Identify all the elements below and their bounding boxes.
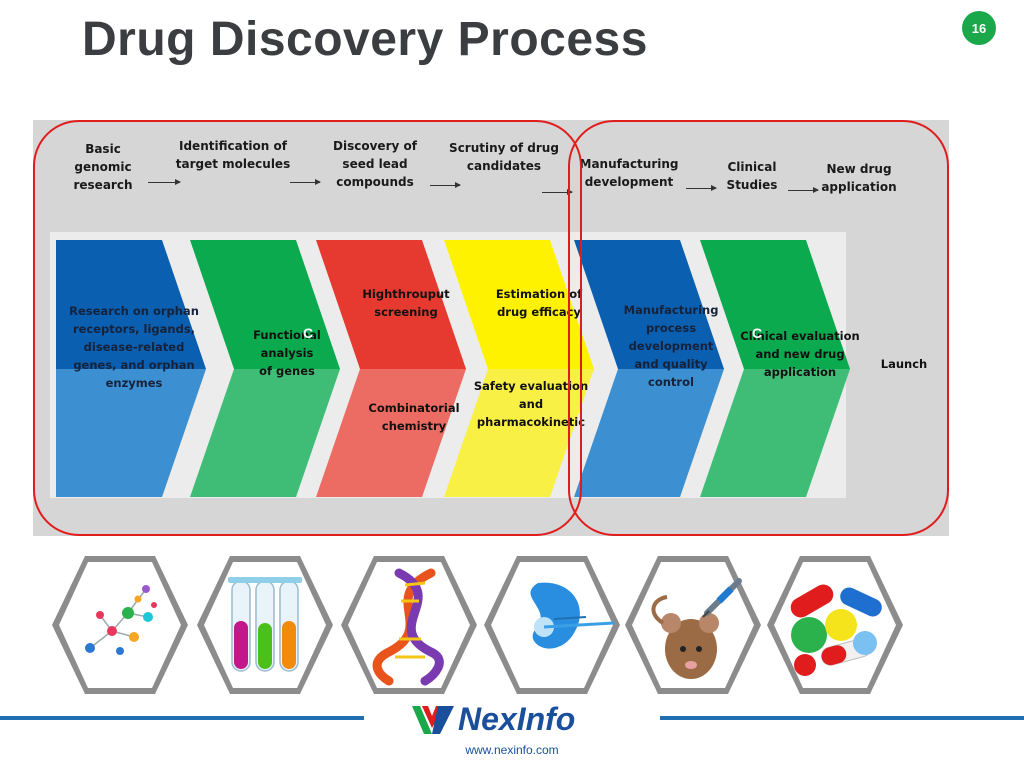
flow-arrow [290, 179, 321, 185]
chevron-6-upper [700, 240, 850, 369]
slide-title: Drug Discovery Process [82, 13, 648, 66]
lab-mouse-icon [625, 556, 761, 694]
chevron-1-lower [56, 369, 206, 497]
flow-arrow [542, 189, 573, 195]
chevron-2-lower [190, 369, 340, 497]
nexinfo-logo: NexInfo [410, 700, 575, 738]
dna-helix-icon [341, 556, 477, 694]
test-tubes-icon [197, 556, 333, 694]
chevron-5-upper [574, 240, 724, 369]
flow-arrow [430, 182, 461, 188]
chevron-1-upper [56, 240, 206, 369]
footer-rule-right [660, 716, 1024, 720]
discovery-phase-bracket [33, 120, 582, 536]
chevron-3-lower [316, 369, 466, 497]
flow-arrow [686, 185, 717, 191]
molecule-icon [52, 556, 188, 694]
chevron-2-upper [190, 240, 340, 369]
chevron-6-lower [700, 369, 850, 497]
chevron-4-upper [444, 240, 594, 369]
chevron-4-lower [444, 369, 594, 497]
chevron-3-upper [316, 240, 466, 369]
pipette-icon [484, 556, 620, 694]
footer-rule-left [0, 716, 364, 720]
page-number-badge: 16 [962, 11, 996, 45]
company-url[interactable]: www.nexinfo.com [465, 743, 559, 757]
flow-arrow [788, 187, 819, 193]
chevron-5-lower [574, 369, 724, 497]
nexinfo-logo-text: NexInfo [458, 700, 576, 737]
pills-icon [767, 556, 903, 694]
development-phase-bracket [568, 120, 949, 536]
chevron-marker: C [303, 325, 314, 341]
nexinfo-logo-mark-icon [412, 706, 454, 734]
launch-label: Launch [880, 357, 928, 371]
flow-arrow [148, 179, 181, 185]
chevron-marker: C [752, 325, 763, 341]
